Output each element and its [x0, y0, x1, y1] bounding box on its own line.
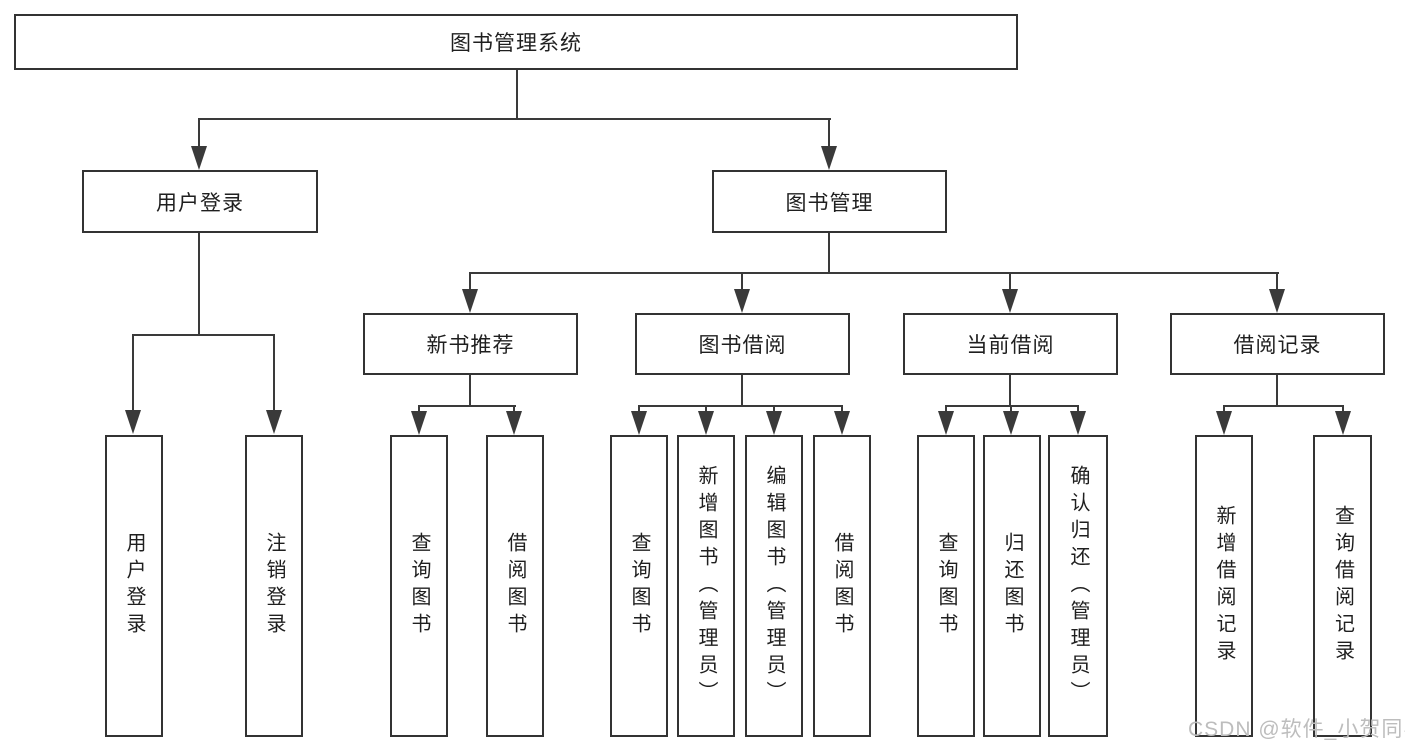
- node-new-book-recommend: 新书推荐: [363, 313, 578, 375]
- leaf-borrow-add-book-admin-label: 新增图书（管理员）: [695, 464, 717, 708]
- connector-root-to-user-login: [198, 118, 200, 148]
- leaf-borrow-edit-book-admin: 编辑图书（管理员）: [745, 435, 803, 737]
- connector-record-rail: [1223, 405, 1344, 407]
- arrow-down-icon: [766, 411, 782, 435]
- connector-root-stem: [516, 70, 518, 120]
- node-book-management-label: 图书管理: [785, 191, 874, 215]
- arrow-down-icon: [631, 411, 647, 435]
- node-borrow-record-label: 借阅记录: [1233, 334, 1322, 357]
- leaf-record-add-record-label: 新增借阅记录: [1213, 505, 1235, 667]
- leaf-logout-label: 注销登录: [263, 532, 285, 640]
- leaf-logout: 注销登录: [245, 435, 303, 737]
- connector-to-leaf-logout: [273, 334, 275, 411]
- connector-drop: [418, 405, 420, 413]
- node-root: 图书管理系统: [14, 14, 1018, 70]
- arrow-down-icon: [834, 411, 850, 435]
- leaf-record-add-record: 新增借阅记录: [1195, 435, 1253, 737]
- leaf-current-return-book-label: 归还图书: [1001, 532, 1023, 640]
- leaf-current-confirm-return-admin-label: 确认归还（管理员）: [1067, 464, 1089, 708]
- leaf-recommend-query-book-label: 查询图书: [408, 532, 430, 640]
- node-user-login-label: 用户登录: [156, 191, 244, 215]
- arrow-down-icon: [1269, 289, 1285, 313]
- connector-to-current-borrow: [1009, 272, 1011, 291]
- node-new-book-recommend-label: 新书推荐: [426, 334, 515, 357]
- arrow-down-icon: [411, 411, 427, 435]
- node-current-borrow-label: 当前借阅: [966, 334, 1055, 357]
- leaf-record-query-record: 查询借阅记录: [1313, 435, 1372, 737]
- leaf-current-return-book: 归还图书: [983, 435, 1041, 737]
- node-current-borrow: 当前借阅: [903, 313, 1118, 375]
- connector-to-book-borrow: [741, 272, 743, 291]
- csdn-watermark: CSDN @软件_小贺同学: [1188, 718, 1405, 741]
- arrow-down-icon: [821, 146, 837, 170]
- leaf-borrow-add-book-admin: 新增图书（管理员）: [677, 435, 735, 737]
- arrow-down-icon: [938, 411, 954, 435]
- leaf-borrow-borrow-book: 借阅图书: [813, 435, 871, 737]
- arrow-down-icon: [1070, 411, 1086, 435]
- arrow-down-icon: [1002, 289, 1018, 313]
- connector-to-leaf-user-login: [132, 334, 134, 411]
- connector-drop: [773, 405, 775, 413]
- leaf-current-confirm-return-admin: 确认归还（管理员）: [1048, 435, 1108, 737]
- connector-book-management-stem: [828, 233, 830, 274]
- connector-drop: [1342, 405, 1344, 413]
- leaf-current-query-book: 查询图书: [917, 435, 975, 737]
- arrow-down-icon: [698, 411, 714, 435]
- connector-drop: [1010, 405, 1012, 413]
- node-book-borrow-label: 图书借阅: [698, 334, 787, 357]
- leaf-user-login-label: 用户登录: [123, 532, 145, 640]
- node-borrow-record: 借阅记录: [1170, 313, 1385, 375]
- leaf-current-query-book-label: 查询图书: [935, 532, 957, 640]
- leaf-borrow-query-book: 查询图书: [610, 435, 668, 737]
- connector-user-login-rail: [132, 334, 275, 336]
- leaf-record-query-record-label: 查询借阅记录: [1331, 505, 1354, 667]
- leaf-user-login: 用户登录: [105, 435, 163, 737]
- leaf-recommend-query-book: 查询图书: [390, 435, 448, 737]
- connector-record-stem: [1276, 375, 1278, 407]
- connector-root-rail: [198, 118, 831, 120]
- arrow-down-icon: [125, 410, 141, 434]
- connector-book-management-rail: [469, 272, 1279, 274]
- arrow-down-icon: [734, 289, 750, 313]
- arrow-down-icon: [1335, 411, 1351, 435]
- connector-current-rail: [945, 405, 1079, 407]
- connector-user-login-stem: [198, 233, 200, 336]
- connector-to-new-book-recommend: [469, 272, 471, 291]
- leaf-borrow-query-book-label: 查询图书: [628, 532, 650, 640]
- connector-borrow-stem: [741, 375, 743, 407]
- connector-recommend-rail: [418, 405, 516, 407]
- connector-drop: [705, 405, 707, 413]
- arrow-down-icon: [506, 411, 522, 435]
- arrow-down-icon: [1216, 411, 1232, 435]
- connector-drop: [513, 405, 515, 413]
- leaf-recommend-borrow-book: 借阅图书: [486, 435, 544, 737]
- arrow-down-icon: [191, 146, 207, 170]
- leaf-borrow-borrow-book-label: 借阅图书: [831, 532, 853, 640]
- arrow-down-icon: [1003, 411, 1019, 435]
- connector-drop: [1077, 405, 1079, 413]
- node-user-login: 用户登录: [82, 170, 318, 233]
- connector-borrow-rail: [638, 405, 843, 407]
- connector-drop: [638, 405, 640, 413]
- connector-to-borrow-record: [1276, 272, 1278, 291]
- node-book-management: 图书管理: [712, 170, 947, 233]
- connector-current-stem: [1009, 375, 1011, 407]
- node-root-label: 图书管理系统: [450, 32, 582, 55]
- connector-drop: [1223, 405, 1225, 413]
- arrow-down-icon: [462, 289, 478, 313]
- leaf-borrow-edit-book-admin-label: 编辑图书（管理员）: [763, 464, 785, 708]
- node-book-borrow: 图书借阅: [635, 313, 850, 375]
- arrow-down-icon: [266, 410, 282, 434]
- leaf-recommend-borrow-book-label: 借阅图书: [504, 532, 526, 640]
- connector-drop: [945, 405, 947, 413]
- connector-root-to-book-management: [828, 118, 830, 148]
- connector-recommend-stem: [469, 375, 471, 407]
- connector-drop: [841, 405, 843, 413]
